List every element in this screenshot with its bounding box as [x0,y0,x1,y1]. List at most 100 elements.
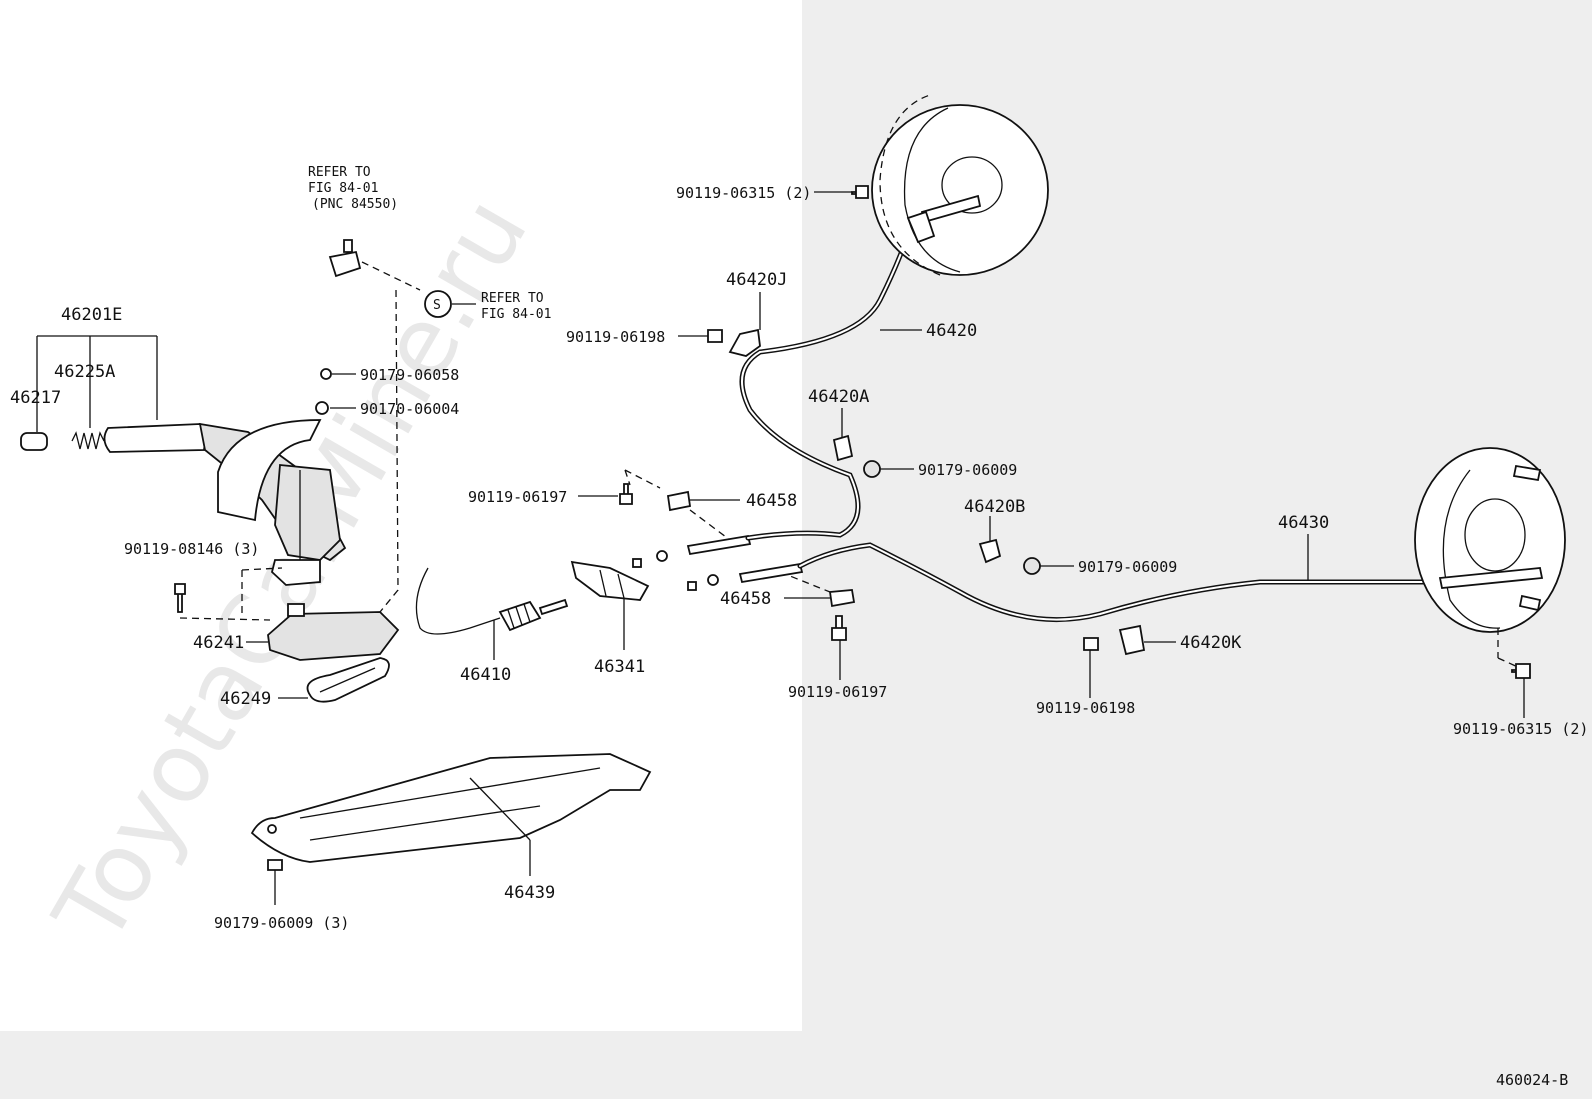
backing-plate-lower-tab-2 [1518,594,1542,612]
label-46225A: 46225A [54,362,115,382]
clip-46458-lower [828,589,856,608]
label-46420B: 46420B [964,497,1025,517]
spring-part-46225A [71,431,105,450]
heat-shield-46439 [250,753,652,863]
boot-46410 [498,600,542,632]
label-90179-06009-b: 90179-06009 [1078,558,1177,576]
drum-lower-group [1083,447,1566,679]
label-46410: 46410 [460,665,511,685]
dash-line-switch [361,261,421,613]
nut-lower [707,574,719,586]
hub-lower [1464,498,1526,572]
clip-46458-upper [666,490,692,512]
label-46420: 46420 [926,321,977,341]
label-46249: 46249 [220,689,271,709]
label-90170-06004: 90170-06004 [360,400,459,418]
pin-upper [632,558,642,568]
heat-shield-rib-3 [469,777,531,841]
label-46241: 46241 [193,633,244,653]
label-90119-06198-b: 90119-06198 [1036,699,1135,717]
label-46420A: 46420A [808,387,869,407]
backing-plate-lower [1414,447,1566,633]
gasket-inner [319,667,376,693]
label-46420K: 46420K [1180,633,1242,653]
label-90119-06198-a: 90119-06198 [566,328,665,346]
lever-bracket [274,464,341,561]
switch-part-84550 [328,239,362,278]
dash-line-46458-lower [779,571,831,593]
clamp-46420B [978,538,1002,564]
label-90119-06197-b: 90119-06197 [788,683,887,701]
backing-plate-upper [871,104,1049,276]
refer-1-line-2: FIG 84-01 [308,181,378,196]
hub-upper [941,156,1003,214]
cable-46430-inner [799,543,1441,621]
drum-upper-group [707,94,1049,575]
clamp-46420J [728,328,761,357]
cable-end-lower-drum [1438,567,1544,589]
bracket-46201E [36,335,158,432]
label-90119-06197-a: 90119-06197 [468,488,567,506]
label-90119-06315-a: 90119-06315 (2) [676,184,811,202]
bracket-upper-drum [906,210,936,244]
figure-code: 460024-B [1496,1071,1568,1089]
heat-shield-group [250,753,652,905]
heat-shield-rib-2 [309,805,541,841]
dash-line-08146 [179,567,283,621]
bolt-90119-08146 [174,583,186,613]
nut-90170-06004 [315,401,329,415]
lever-cover [217,419,322,522]
boot-base-tab [287,603,305,617]
cable-46410 [415,567,501,635]
bolt-90119-06197-upper [619,483,633,505]
backing-plate-upper-dash [879,94,941,276]
parking-lever-group [20,239,421,703]
nut-upper [656,550,668,562]
nut-90179-06058 [320,368,332,380]
clamp-46420A [832,434,854,462]
bolt-90119-06315-lower [1511,663,1531,679]
equalizer-46341 [570,560,650,601]
label-46458-b: 46458 [720,589,771,609]
bolt-90119-06198-upper [707,329,723,343]
label-46341: 46341 [594,657,645,677]
knob-part-46217 [20,432,48,451]
heat-shield-hole [267,824,277,834]
backing-plate-upper-ring [903,107,961,273]
clamp-46420K [1118,624,1146,656]
refer-2-line-1: REFER TO [481,291,544,306]
dash-line-06315-lower [1497,628,1521,669]
grommet-90179-06009-a [863,460,881,478]
cable-end-upper [686,534,752,556]
lever-handle [103,423,207,453]
label-46430: 46430 [1278,513,1329,533]
bolt-90119-06197-lower [831,615,847,641]
lever-base-plate [270,559,321,586]
label-90119-06315-b: 90119-06315 (2) [1453,720,1588,738]
label-90179-06058: 90179-06058 [360,366,459,384]
label-46458-a: 46458 [746,491,797,511]
cable-end-lower [738,562,804,584]
bolt-90119-06198-lower [1083,637,1099,651]
refer-1-line-1: REFER TO [308,165,371,180]
center-cable-group [415,469,856,641]
pin-lower [687,581,697,591]
refer-s-symbol: S [433,298,441,313]
backing-plate-lower-tab [1512,464,1542,482]
leader-lines [246,191,1525,876]
refer-2-line-2: FIG 84-01 [481,307,551,322]
label-90179-06009-3: 90179-06009 (3) [214,914,349,932]
background-left-panel [0,0,802,1031]
grommet-90179-06009-b [1023,557,1041,575]
refer-1-line-3: (PNC 84550) [312,197,398,212]
heat-shield-rib-1 [299,767,601,819]
boot-46410-ribs [507,603,531,629]
label-90179-06009-a: 90179-06009 [918,461,1017,479]
refer-s-circle [424,290,452,318]
equalizer-line [599,569,625,599]
bolt-90119-06315-upper [851,185,869,199]
label-46420J: 46420J [726,270,787,290]
nut-90179-06009-3 [267,859,283,871]
label-90119-08146: 90119-08146 (3) [124,540,259,558]
